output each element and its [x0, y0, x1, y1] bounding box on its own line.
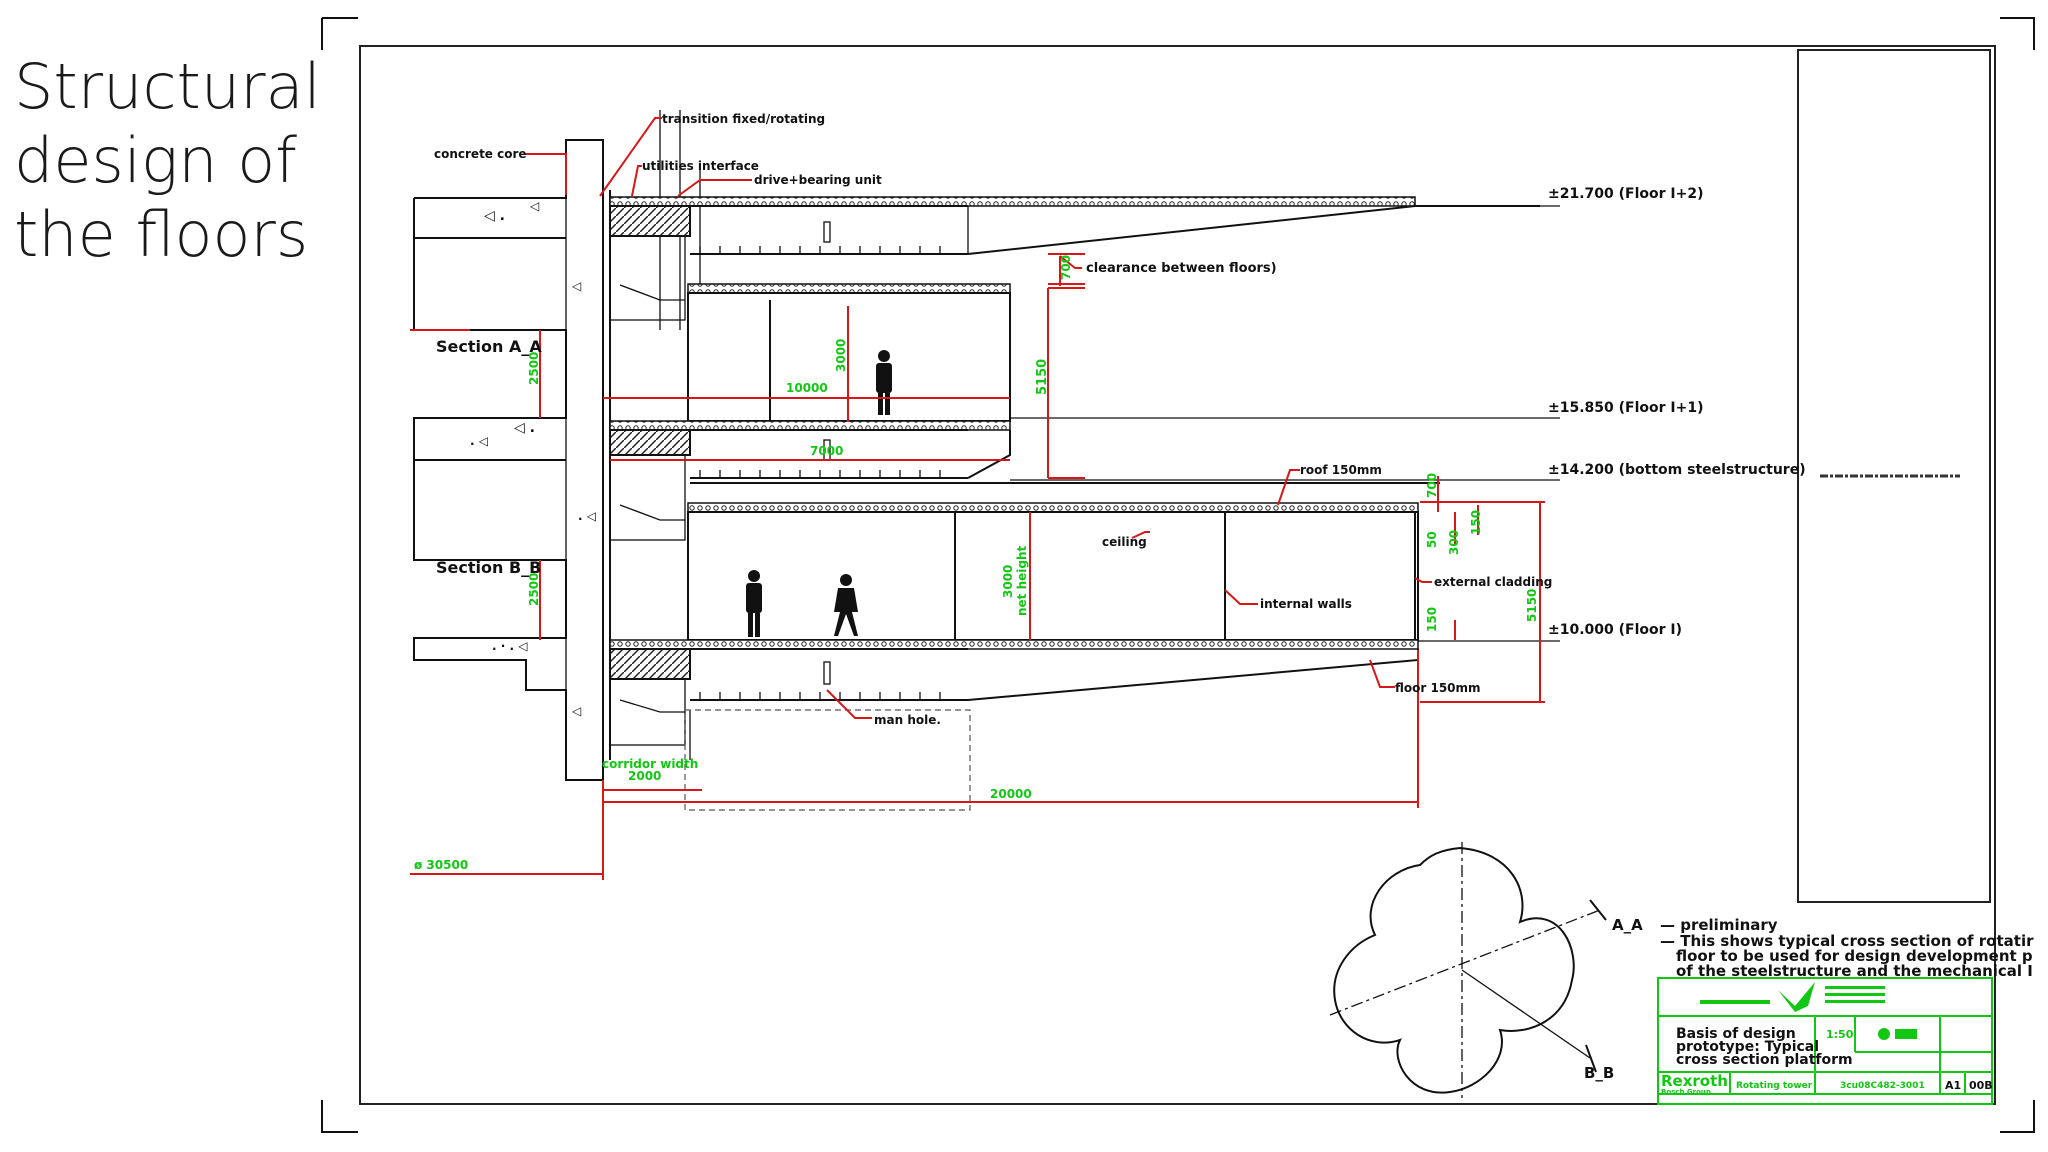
side-panel	[1797, 49, 1991, 903]
dim-3000-upper: 3000	[834, 339, 848, 372]
title-desc-2: prototype: Typical	[1676, 1039, 1819, 1055]
level-bottom-steel: ±14.200 (bottom steelstructure)	[1548, 462, 1806, 478]
label-man-hole: man hole.	[874, 713, 941, 727]
dim-net-height: net height	[1015, 545, 1029, 616]
dim-20000: 20000	[990, 787, 1032, 801]
dim-2000: 2000	[628, 769, 661, 783]
dim-700-mid: 700	[1425, 473, 1439, 498]
section-aa-marker: A_A	[1612, 916, 1643, 934]
label-section-bb: Section B_B	[436, 558, 541, 577]
dim-3000-net: 3000	[1001, 565, 1015, 598]
label-concrete-core: concrete core	[434, 147, 527, 161]
slide-title: Structural design of the floors	[14, 50, 321, 272]
svg-text:◁: ◁	[571, 279, 581, 293]
label-roof: roof 150mm	[1300, 463, 1382, 477]
note-preliminary: — preliminary	[1660, 916, 1778, 934]
svg-text:◁ .: ◁ .	[514, 420, 535, 436]
dimension-lines	[410, 253, 1545, 880]
dim-300: 300	[1447, 530, 1461, 555]
title-drawing-no: 3cu08C482-3001	[1840, 1081, 1925, 1091]
dim-700-top: 700	[1059, 255, 1073, 280]
dim-150-top: 150	[1469, 510, 1483, 535]
dim-5150-lower: 5150	[1525, 589, 1539, 622]
title-desc-3: cross section platform	[1676, 1052, 1853, 1068]
title-desc-1: Basis of design	[1676, 1026, 1796, 1042]
title-format: A1	[1945, 1079, 1961, 1092]
level-floor-i: ±10.000 (Floor I)	[1548, 622, 1682, 638]
note-line-2: — This shows typical cross section of ro…	[1660, 932, 2034, 950]
level-floor-i2: ±21.700 (Floor I+2)	[1548, 186, 1703, 202]
concrete-core: ◁ . ◁ ◁ . . ◁ . · . ◁ ◁ ◁ . ◁	[413, 139, 604, 781]
title-rev: 00B	[1969, 1079, 1993, 1092]
label-ceiling: ceiling	[1102, 535, 1147, 549]
svg-text:◁: ◁	[571, 704, 581, 718]
title-line-2: design of	[14, 124, 297, 197]
dim-10000: 10000	[786, 381, 828, 395]
title-project: Rotating tower	[1736, 1081, 1813, 1091]
floor-plan-symbol: A_A B_B	[1329, 842, 1643, 1098]
label-floor: floor 150mm	[1395, 681, 1481, 695]
title-brand: Rexroth	[1661, 1072, 1728, 1090]
svg-text:◁: ◁	[529, 199, 539, 213]
label-section-aa: Section A_A	[436, 337, 542, 356]
label-drive-unit: drive+bearing unit	[754, 173, 882, 187]
level-lines	[1010, 205, 1560, 642]
floor-i1-cabin	[609, 283, 1440, 484]
title-block: Basis of design prototype: Typical cross…	[1657, 977, 1993, 1105]
svg-text:. · . ◁: . · . ◁	[492, 639, 527, 653]
label-corridor: corridor width	[602, 757, 698, 771]
dim-150-bottom: 150	[1425, 607, 1439, 632]
leader-lines	[526, 117, 1432, 719]
note-line-4: of the steelstructure and the mechanical…	[1676, 962, 2033, 980]
title-line-3: the floors	[14, 198, 309, 271]
dim-7000: 7000	[810, 444, 843, 458]
svg-text:. ◁: . ◁	[578, 509, 596, 523]
title-line-1: Structural	[14, 50, 321, 123]
label-clearance: clearance between floors)	[1086, 261, 1277, 276]
floor-i2-structure	[609, 196, 1540, 255]
level-labels: ±21.700 (Floor I+2) ±15.850 (Floor I+1) …	[1548, 186, 1806, 638]
label-internal-walls: internal walls	[1260, 597, 1352, 611]
section-bb-marker: B_B	[1584, 1064, 1614, 1082]
note-line-3: floor to be used for design development …	[1676, 947, 2033, 965]
dim-5150-upper: 5150	[1035, 359, 1050, 395]
slide-frame-brackets	[321, 17, 2035, 1133]
title-scale: 1:50	[1826, 1028, 1854, 1041]
dimension-values: 700 5150 3000 10000 7000 2500 2500 700 5…	[414, 255, 1539, 872]
floor-i-cabin	[609, 502, 1419, 811]
level-floor-i1: ±15.850 (Floor I+1)	[1548, 400, 1703, 416]
title-brand-sub: Bosch Group	[1661, 1088, 1711, 1096]
dim-2500-b: 2500	[527, 573, 541, 606]
svg-text:. ◁: . ◁	[470, 434, 488, 448]
label-external-cladding: external cladding	[1434, 575, 1552, 589]
girder-ticks	[699, 221, 941, 700]
annotation-labels: concrete core transition fixed/rotating …	[434, 112, 1552, 727]
dim-50: 50	[1425, 531, 1439, 548]
drawing-notes: — preliminary — This shows typical cross…	[1660, 916, 2034, 980]
person-figure	[746, 350, 892, 637]
sheet-border	[359, 45, 1996, 1105]
label-utilities: utilities interface	[642, 159, 759, 173]
label-transition: transition fixed/rotating	[662, 112, 825, 126]
dim-2500-a: 2500	[527, 352, 541, 385]
dim-diameter: ø 30500	[414, 858, 468, 872]
svg-text:◁ .: ◁ .	[484, 208, 505, 224]
